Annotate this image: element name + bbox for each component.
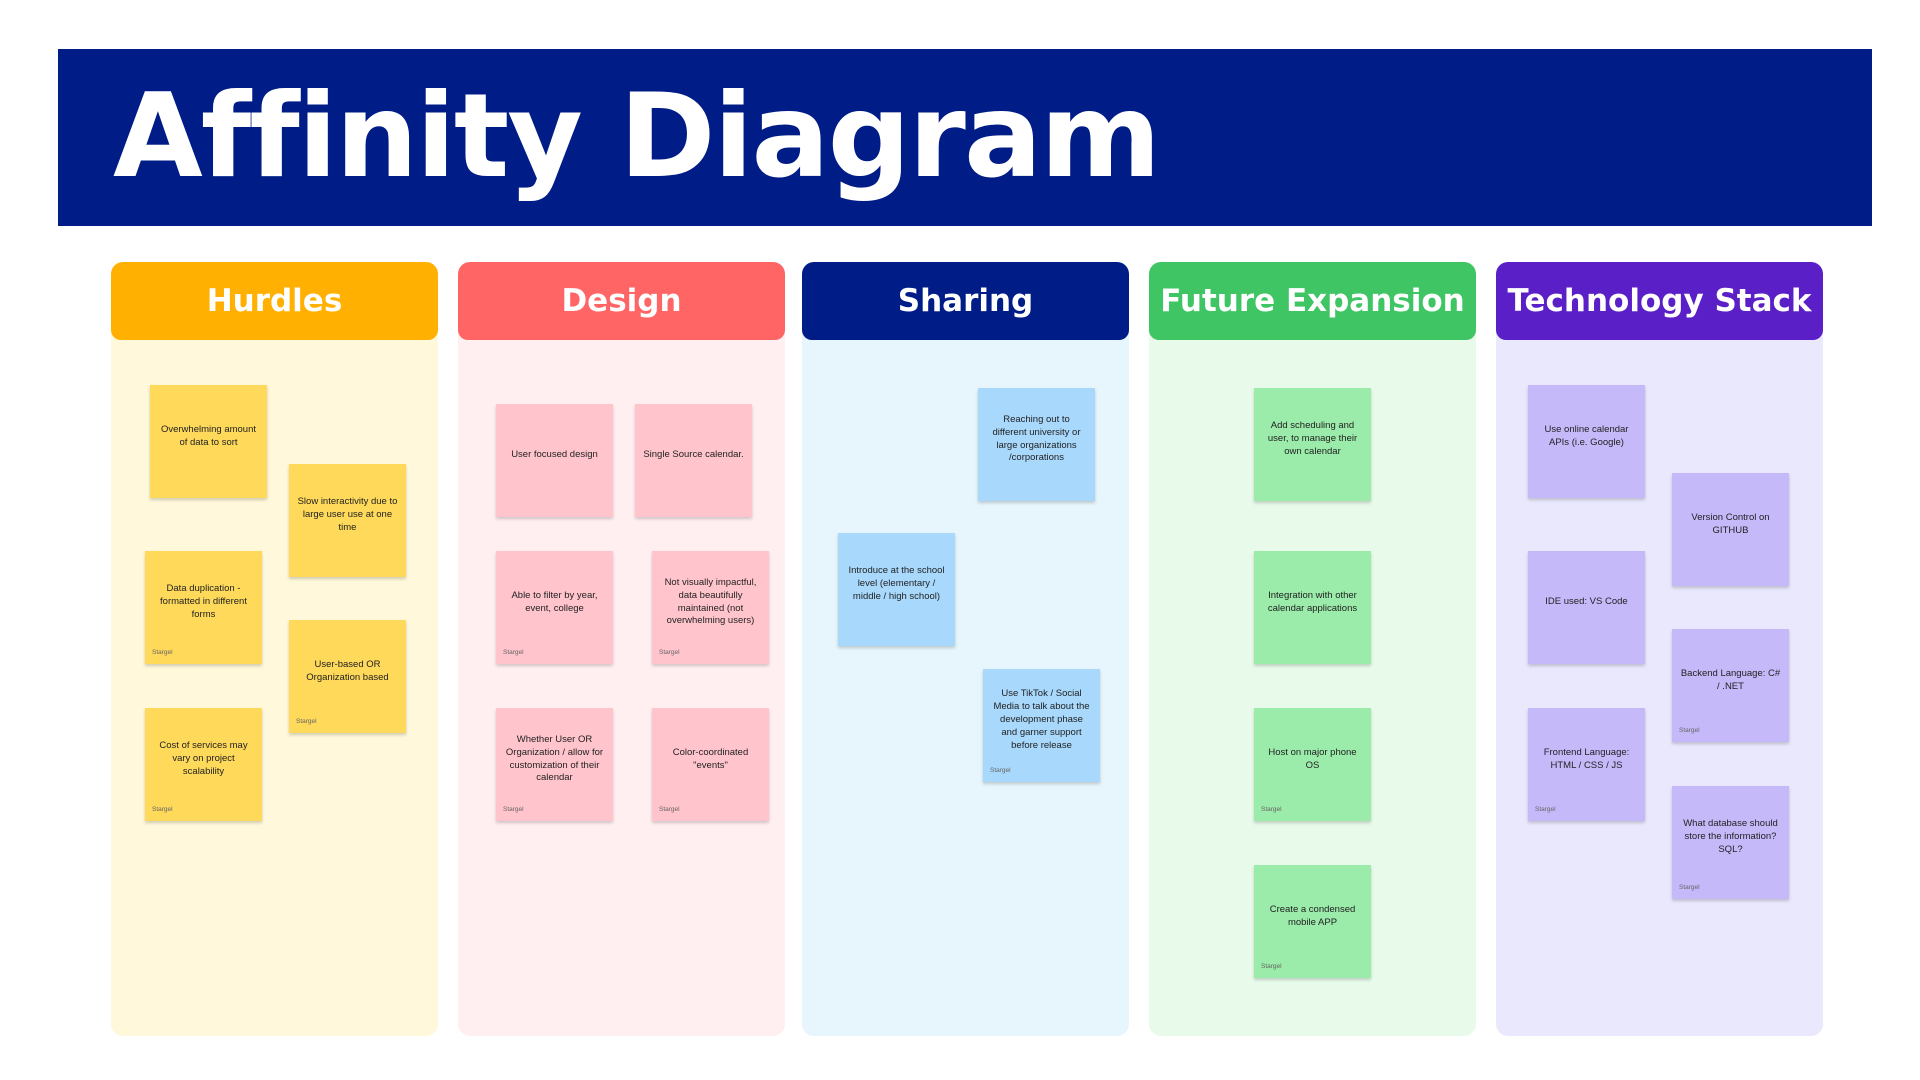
note-author: Stargel (659, 806, 680, 813)
note-text: Integration with other calendar applicat… (1267, 589, 1358, 614)
sticky-note[interactable]: Version Control on GITHUB (1672, 473, 1789, 586)
note-author: Stargel (296, 718, 317, 725)
note-text: Use online calendar APIs (i.e. Google) (1544, 423, 1629, 448)
sticky-note[interactable]: Able to filter by year, event, college S… (496, 551, 613, 664)
sticky-note[interactable]: Use online calendar APIs (i.e. Google) (1528, 385, 1645, 498)
note-text: Single Source calendar. (643, 449, 744, 461)
note-text: User-based OR Organization based (306, 658, 389, 683)
note-text: What database should store the informati… (1683, 818, 1778, 855)
note-text: User focused design (511, 449, 598, 461)
note-text: Whether User OR Organization / allow for… (505, 733, 604, 784)
column-design: Design User focused design Single Source… (458, 262, 785, 1036)
sticky-note[interactable]: Not visually impactful, data beautifully… (652, 551, 769, 664)
note-text: Add scheduling and user, to manage their… (1267, 420, 1358, 457)
column-header-sharing[interactable]: Sharing (802, 262, 1129, 340)
note-author: Stargel (1261, 806, 1282, 813)
note-text: Create a condensed mobile APP (1269, 903, 1356, 928)
note-text: Data duplication - formatted in differen… (160, 583, 247, 620)
note-text: Use TikTok / Social Media to talk about … (993, 688, 1090, 751)
sticky-note[interactable]: Backend Language: C# / .NET Stargel (1672, 629, 1789, 742)
column-future-expansion: Future Expansion Add scheduling and user… (1149, 262, 1476, 1036)
sticky-note[interactable]: Use TikTok / Social Media to talk about … (983, 669, 1100, 782)
sticky-note[interactable]: User focused design (496, 404, 613, 517)
sticky-note[interactable]: Introduce at the school level (elementar… (838, 533, 955, 646)
note-author: Stargel (152, 806, 173, 813)
note-author: Stargel (152, 649, 173, 656)
note-text: Not visually impactful, data beautifully… (664, 576, 757, 627)
sticky-note[interactable]: Reaching out to different university or … (978, 388, 1095, 501)
column-technology-stack: Technology Stack Use online calendar API… (1496, 262, 1823, 1036)
sticky-note[interactable]: Overwhelming amount of data to sort (150, 385, 267, 498)
note-author: Stargel (1679, 727, 1700, 734)
page-title: Affinity Diagram (113, 69, 1161, 204)
sticky-note[interactable]: Whether User OR Organization / allow for… (496, 708, 613, 821)
note-author: Stargel (990, 767, 1011, 774)
column-hurdles: Hurdles Overwhelming amount of data to s… (111, 262, 438, 1036)
note-text: Slow interactivity due to large user use… (297, 496, 398, 533)
note-author: Stargel (1261, 963, 1282, 970)
note-text: Reaching out to different university or … (992, 413, 1081, 464)
column-header-future-expansion[interactable]: Future Expansion (1149, 262, 1476, 340)
note-author: Stargel (1535, 806, 1556, 813)
column-header-design[interactable]: Design (458, 262, 785, 340)
sticky-note[interactable]: Slow interactivity due to large user use… (289, 464, 406, 577)
note-text: Host on major phone OS (1268, 746, 1357, 771)
note-text: Version Control on GITHUB (1691, 511, 1770, 536)
sticky-note[interactable]: Data duplication - formatted in differen… (145, 551, 262, 664)
note-text: Overwhelming amount of data to sort (160, 423, 257, 448)
sticky-note[interactable]: Color-coordinated "events" Stargel (652, 708, 769, 821)
note-text: Color-coordinated "events" (672, 746, 749, 771)
title-banner (58, 49, 1872, 226)
column-header-technology-stack[interactable]: Technology Stack (1496, 262, 1823, 340)
note-author: Stargel (503, 649, 524, 656)
note-author: Stargel (659, 649, 680, 656)
note-text: IDE used: VS Code (1545, 596, 1628, 608)
note-text: Introduce at the school level (elementar… (848, 565, 945, 602)
sticky-note[interactable]: Integration with other calendar applicat… (1254, 551, 1371, 664)
sticky-note[interactable]: Create a condensed mobile APP Stargel (1254, 865, 1371, 978)
sticky-note[interactable]: User-based OR Organization based Stargel (289, 620, 406, 733)
sticky-note[interactable]: Host on major phone OS Stargel (1254, 708, 1371, 821)
note-text: Cost of services may vary on project sca… (159, 740, 248, 777)
column-header-hurdles[interactable]: Hurdles (111, 262, 438, 340)
note-author: Stargel (1679, 884, 1700, 891)
column-sharing: Sharing Reaching out to different univer… (802, 262, 1129, 1036)
note-author: Stargel (503, 806, 524, 813)
note-text: Frontend Language: HTML / CSS / JS (1543, 746, 1630, 771)
note-text: Backend Language: C# / .NET (1680, 667, 1781, 692)
sticky-note[interactable]: Frontend Language: HTML / CSS / JS Starg… (1528, 708, 1645, 821)
sticky-note[interactable]: What database should store the informati… (1672, 786, 1789, 899)
sticky-note[interactable]: Single Source calendar. (635, 404, 752, 517)
sticky-note[interactable]: IDE used: VS Code (1528, 551, 1645, 664)
sticky-note[interactable]: Cost of services may vary on project sca… (145, 708, 262, 821)
sticky-note[interactable]: Add scheduling and user, to manage their… (1254, 388, 1371, 501)
note-text: Able to filter by year, event, college (511, 589, 598, 614)
